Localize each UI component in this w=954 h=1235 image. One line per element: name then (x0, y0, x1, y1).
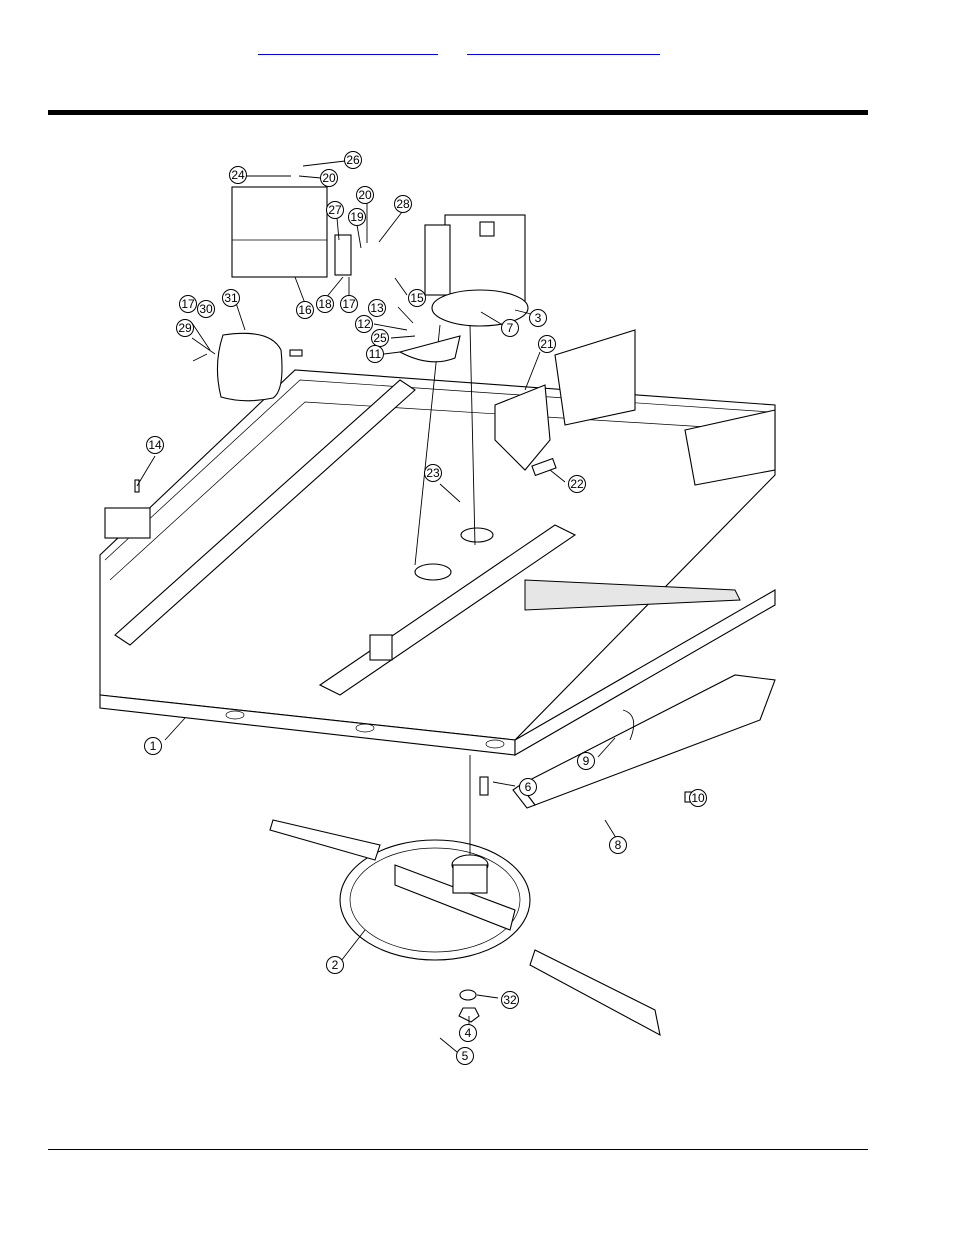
callout-10: 10 (689, 789, 707, 807)
svg-text:14: 14 (148, 438, 162, 452)
callout-27: 27 (326, 201, 344, 219)
callout-17: 17 (179, 295, 197, 313)
svg-text:15: 15 (410, 291, 424, 305)
callout-12: 12 (355, 315, 373, 333)
svg-text:30: 30 (199, 302, 213, 316)
callout-26: 26 (344, 151, 362, 169)
callout-11: 11 (366, 345, 384, 363)
callout-20: 20 (356, 186, 374, 204)
svg-text:27: 27 (328, 203, 342, 217)
svg-text:7: 7 (507, 321, 514, 335)
svg-text:32: 32 (503, 993, 517, 1007)
svg-text:9: 9 (583, 754, 590, 768)
callout-18: 18 (316, 295, 334, 313)
svg-text:4: 4 (465, 1026, 472, 1040)
callout-1: 1 (144, 737, 162, 755)
svg-text:23: 23 (426, 466, 440, 480)
svg-text:25: 25 (373, 331, 387, 345)
callout-2: 2 (326, 956, 344, 974)
header-link-1[interactable] (258, 34, 438, 55)
callout-30: 30 (197, 300, 215, 318)
callout-32: 32 (501, 991, 519, 1009)
callout-16: 16 (296, 301, 314, 319)
svg-text:10: 10 (691, 791, 705, 805)
gearbox-assembly (231, 186, 529, 566)
mower-deck (99, 329, 776, 756)
svg-text:20: 20 (322, 171, 336, 185)
svg-text:22: 22 (570, 477, 584, 491)
callout-15: 15 (408, 289, 426, 307)
callout-20: 20 (320, 169, 338, 187)
svg-text:17: 17 (342, 297, 356, 311)
header-links (0, 34, 954, 58)
callout-28: 28 (394, 195, 412, 213)
svg-text:8: 8 (615, 838, 622, 852)
svg-text:11: 11 (369, 347, 382, 361)
shield-31 (216, 332, 283, 402)
exploded-parts-diagram: 26 24 20 27 20 19 28 16 18 17 15 3 7 13 … (99, 151, 776, 1065)
callout-13: 13 (368, 299, 386, 317)
callout-14: 14 (146, 436, 164, 454)
svg-text:18: 18 (318, 297, 332, 311)
svg-text:12: 12 (357, 317, 371, 331)
callout-8: 8 (609, 836, 627, 854)
svg-text:1: 1 (150, 739, 157, 753)
callout-31: 31 (222, 289, 240, 307)
callout-9: 9 (577, 752, 595, 770)
callout-7: 7 (501, 319, 519, 337)
callout-3: 3 (529, 309, 547, 327)
callout-24: 24 (229, 166, 247, 184)
svg-text:19: 19 (350, 210, 364, 224)
svg-text:28: 28 (396, 197, 410, 211)
svg-text:6: 6 (525, 780, 532, 794)
callout-21: 21 (538, 335, 556, 353)
svg-text:26: 26 (346, 153, 360, 167)
callout-25: 25 (371, 329, 389, 347)
callout-19: 19 (348, 208, 366, 226)
svg-text:29: 29 (178, 321, 192, 335)
svg-text:21: 21 (540, 337, 554, 351)
callout-4: 4 (459, 1024, 477, 1042)
svg-text:24: 24 (231, 168, 245, 182)
svg-text:20: 20 (358, 188, 372, 202)
svg-text:16: 16 (298, 303, 312, 317)
svg-text:2: 2 (332, 958, 339, 972)
callout-5: 5 (456, 1047, 474, 1065)
svg-text:13: 13 (370, 301, 384, 315)
header-link-2[interactable] (467, 34, 660, 55)
callout-17: 17 (340, 295, 358, 313)
side-skid (512, 674, 776, 809)
svg-text:31: 31 (224, 291, 238, 305)
callout-22: 22 (568, 475, 586, 493)
svg-text:3: 3 (535, 311, 542, 325)
bottom-rule (48, 1149, 868, 1150)
top-rule (48, 110, 868, 115)
callout-29: 29 (176, 319, 194, 337)
callout-23: 23 (424, 464, 442, 482)
callout-6: 6 (519, 778, 537, 796)
svg-text:5: 5 (462, 1049, 469, 1063)
svg-text:17: 17 (181, 297, 195, 311)
blade-carrier (269, 755, 661, 1037)
callout-labels: 26 24 20 27 20 19 28 16 18 17 15 3 7 13 … (136, 151, 707, 1065)
